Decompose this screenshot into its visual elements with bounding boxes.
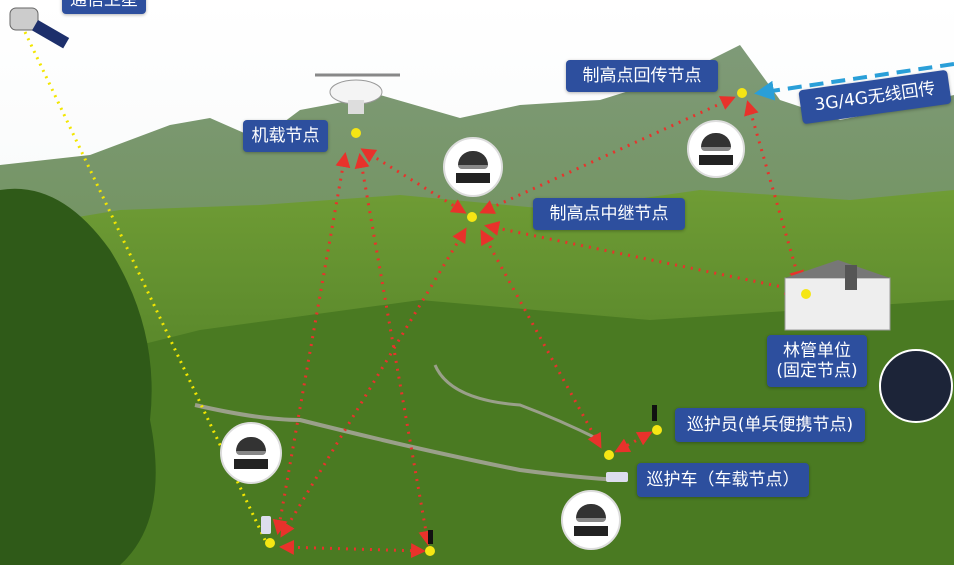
node-dots <box>265 88 811 556</box>
building-icon <box>784 260 891 331</box>
label-relay-node: 制高点中继节点 <box>533 198 685 230</box>
camera-icon <box>561 490 621 550</box>
label-vehicle: 巡护车（车载节点） <box>637 463 809 497</box>
label-forestry-unit: 林管单位(固定节点) <box>767 335 867 387</box>
vehicle-icon <box>261 472 628 534</box>
label-uplink-node: 制高点回传节点 <box>566 60 718 92</box>
satellite-link <box>23 31 267 541</box>
monitor-wall-icon <box>879 349 953 423</box>
red-links <box>272 96 804 559</box>
label-airborne-node: 机载节点 <box>243 120 328 152</box>
forestry-line2: (固定节点) <box>776 361 858 381</box>
satellite-icon <box>9 7 70 49</box>
label-satellite: 通信卫星 <box>62 0 146 14</box>
drone-icon <box>315 73 400 114</box>
camera-icon <box>687 120 745 178</box>
cellular-link <box>754 62 954 101</box>
forestry-line1: 林管单位 <box>783 340 851 361</box>
label-ranger: 巡护员(单兵便携节点) <box>675 408 865 442</box>
person-icon <box>428 405 657 544</box>
camera-icon <box>443 137 503 197</box>
camera-icon <box>220 422 282 484</box>
